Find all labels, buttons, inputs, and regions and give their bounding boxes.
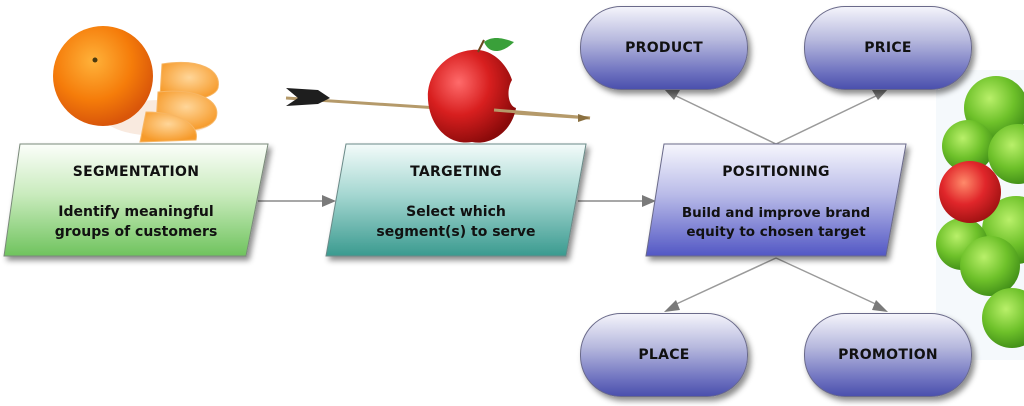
targeting-box: TARGETING Select which segment(s) to ser… bbox=[326, 144, 586, 256]
product-label: PRODUCT bbox=[625, 40, 703, 56]
targeting-title: TARGETING bbox=[410, 164, 502, 180]
connector-to-promotion bbox=[775, 257, 888, 312]
segmentation-box-shape bbox=[3, 143, 269, 257]
connector-to-product bbox=[664, 89, 777, 145]
promotion-pill: PROMOTION bbox=[804, 313, 972, 397]
targeting-desc-line2: segment(s) to serve bbox=[376, 224, 536, 240]
targeting-box-shape bbox=[325, 143, 587, 257]
segmentation-box: SEGMENTATION Identify meaningful groups … bbox=[6, 144, 266, 256]
connector-to-price bbox=[775, 89, 888, 145]
price-pill: PRICE bbox=[804, 6, 972, 90]
positioning-desc-line1: Build and improve brand bbox=[681, 205, 871, 221]
promotion-label: PROMOTION bbox=[838, 347, 938, 363]
connector-seg-to-target bbox=[258, 195, 336, 207]
arrow-apple-illustration bbox=[285, 37, 591, 143]
positioning-box-shape bbox=[645, 143, 907, 257]
segmentation-desc-line2: groups of customers bbox=[54, 224, 218, 240]
segmentation-desc-line1: Identify meaningful bbox=[58, 204, 214, 220]
positioning-box: POSITIONING Build and improve brand equi… bbox=[646, 144, 906, 256]
connector-target-to-position bbox=[578, 195, 656, 207]
connector-to-place bbox=[664, 257, 777, 312]
apples-illustration bbox=[936, 70, 1024, 360]
place-label: PLACE bbox=[638, 347, 690, 363]
orange-illustration bbox=[53, 26, 219, 143]
positioning-desc-line2: equity to chosen target bbox=[686, 224, 866, 240]
targeting-description: Select which segment(s) to serve bbox=[326, 202, 586, 242]
positioning-title: POSITIONING bbox=[722, 164, 830, 180]
price-label: PRICE bbox=[864, 40, 912, 56]
positioning-description: Build and improve brand equity to chosen… bbox=[646, 204, 906, 242]
product-pill: PRODUCT bbox=[580, 6, 748, 90]
segmentation-title: SEGMENTATION bbox=[72, 164, 200, 180]
targeting-desc-line1: Select which bbox=[406, 204, 506, 220]
place-pill: PLACE bbox=[580, 313, 748, 397]
segmentation-description: Identify meaningful groups of customers bbox=[6, 202, 266, 242]
